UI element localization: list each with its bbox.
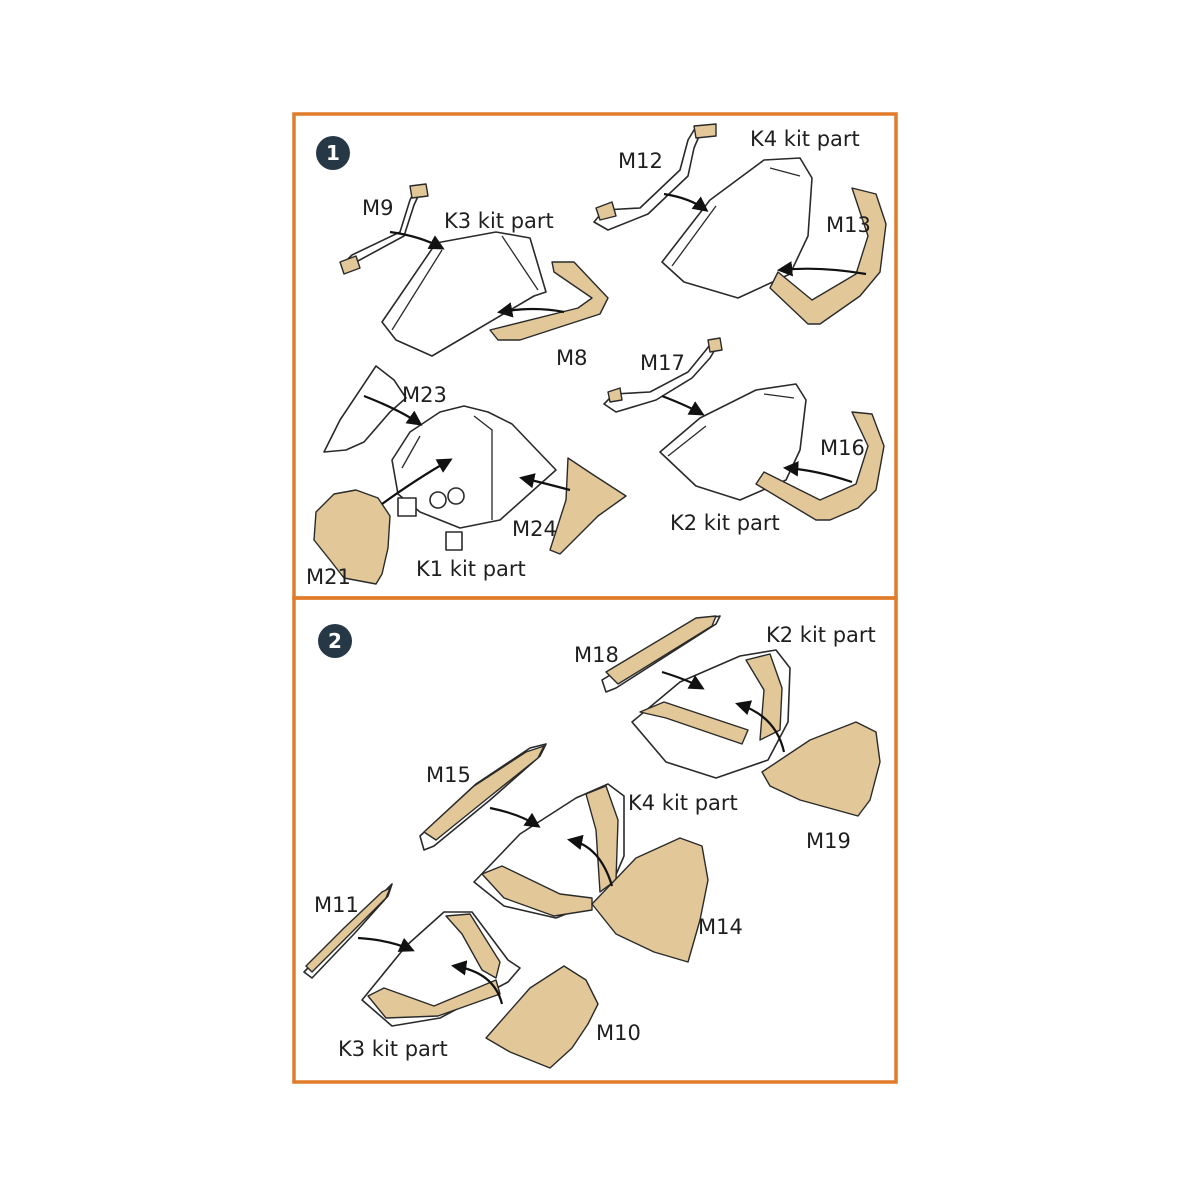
mask-m10: [485, 965, 599, 1069]
step-2-panel: [292, 596, 898, 1084]
mask-m16: [755, 411, 885, 521]
mask-m15: [419, 743, 547, 851]
label-k3-step1: K3 kit part: [444, 209, 554, 233]
label-m17: M17: [640, 351, 685, 375]
label-k2-step1: K2 kit part: [670, 511, 780, 535]
mask-m17: [603, 337, 723, 413]
label-k4-step2: K4 kit part: [628, 791, 738, 815]
label-k1: K1 kit part: [416, 557, 526, 581]
label-m19: M19: [806, 829, 851, 853]
mask-m21: [313, 489, 391, 585]
svg-text:2: 2: [328, 629, 342, 653]
label-m10: M10: [596, 1021, 641, 1045]
label-m13: M13: [826, 213, 871, 237]
step-2-arrows: [357, 670, 786, 1005]
label-m23: M23: [402, 383, 447, 407]
mask-m24: [549, 457, 627, 555]
label-k4-step1: K4 kit part: [750, 127, 860, 151]
label-m24: M24: [512, 517, 557, 541]
mask-m9: [339, 183, 429, 275]
kit-part-k2-step2: [631, 649, 791, 779]
label-m21: M21: [306, 565, 351, 589]
mask-m23: [323, 365, 407, 453]
label-m15: M15: [426, 763, 471, 787]
mask-m19: [761, 721, 881, 817]
label-k3-step2: K3 kit part: [338, 1037, 448, 1061]
step-1-arrows: [363, 192, 867, 505]
label-k2-step2: K2 kit part: [766, 623, 876, 647]
svg-text:1: 1: [326, 141, 340, 165]
mask-m18: [601, 615, 721, 693]
kit-part-k3-step2: [361, 911, 521, 1027]
mask-m11: [303, 883, 393, 979]
step-2-badge: 2: [318, 624, 352, 658]
mask-m8: [489, 261, 609, 341]
labels: M9 K3 kit part M8 M12 K4 kit part M13 M2…: [306, 127, 876, 1061]
mask-m12: [593, 123, 717, 231]
label-m18: M18: [574, 643, 619, 667]
kit-part-k3-step1: [381, 231, 547, 357]
kit-part-k4-step1: [661, 157, 813, 299]
label-m11: M11: [314, 893, 359, 917]
label-m16: M16: [820, 436, 865, 460]
label-m12: M12: [618, 149, 663, 173]
label-m8: M8: [556, 346, 587, 370]
kit-part-k4-step2: [473, 783, 625, 919]
step-1-badge: 1: [316, 136, 350, 170]
kit-part-k1: [391, 405, 557, 551]
label-m9: M9: [362, 196, 393, 220]
label-m14: M14: [698, 915, 743, 939]
mask-m14: [591, 837, 709, 963]
mask-m13: [769, 187, 887, 325]
kit-part-k2-step1: [659, 383, 807, 501]
